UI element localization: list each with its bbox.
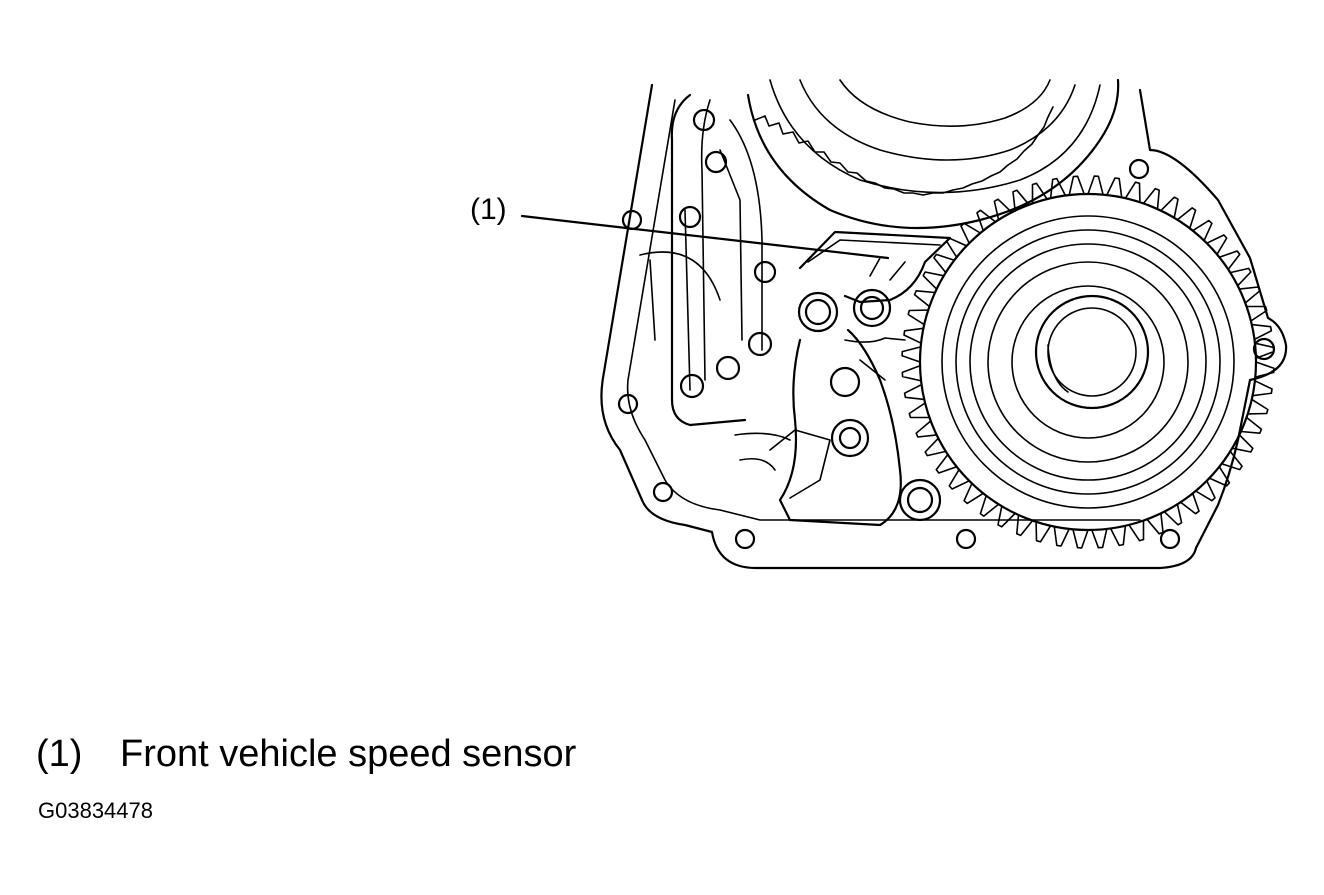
right-gear-ring [941,215,1235,509]
gear-tooth-profile [901,175,1275,549]
upper-gear-ring [839,79,1051,127]
speed-sensor-edge [807,239,941,263]
legend-text: Front vehicle speed sensor [120,733,577,775]
oil-passage [700,99,711,381]
case-bolt-head [906,486,934,514]
bolt-hole [1159,528,1181,550]
right-gear-teeth [901,175,1275,549]
right-gear-bore-arc [1047,344,1069,393]
bracket-bolt [830,418,870,458]
sensor-bolt [797,291,839,333]
passage-port [747,331,773,357]
figure-id: G03834478 [38,798,153,823]
sensor-bolt-head [804,298,832,326]
sensor-bolt-head [859,295,885,321]
bolt-hole [617,393,639,415]
bracket-edge [844,337,906,343]
right-gear-ring [987,261,1189,463]
passage-port [679,373,705,399]
upper-gear-ring [769,79,1101,194]
bracket-edge [769,429,831,499]
right-gear-ring [969,243,1207,481]
right-gear-bore-inner [1047,307,1137,397]
legend-number: (1) [36,733,83,775]
case-bolt [898,478,942,522]
bracket-bolt-head [838,426,862,450]
passage-port [753,260,777,284]
sensor-bolt [852,288,892,328]
bolt-hole [652,481,674,503]
oil-passage [670,93,747,427]
bolt-hole [955,528,977,550]
right-gear-bore [1034,294,1150,410]
case-outline [600,83,1288,570]
right-gear-ring [1011,285,1165,439]
bracket-outline [778,328,902,527]
bolt-hole [734,528,756,550]
case-rib [639,251,721,301]
case-rib [734,432,791,441]
case-rib [649,259,656,341]
speed-sensor-edge [869,257,881,277]
speed-sensor-edge [889,261,906,281]
upper-gear-teeth [754,106,1054,196]
passage-port [692,108,716,132]
transmission-case-line-art [520,78,1288,570]
bracket-hole [829,366,861,398]
bolt-hole [1128,158,1150,180]
callout-leader-line [520,214,890,260]
speed-sensor-body [798,230,952,304]
passage-port [715,355,741,381]
callout-label-1: (1) [470,193,507,226]
oil-passage [719,149,743,341]
oil-passage [684,209,691,391]
upper-gear-outline [746,78,1120,230]
oil-passage [729,119,763,351]
upper-gear-ring [799,79,1076,161]
passage-port [704,150,728,174]
case-rib [739,457,776,471]
legend-item: (1) Front vehicle speed sensor [36,732,576,776]
bracket-edge [859,359,886,381]
bolt-hole [621,209,643,231]
transmission-case-drawing [520,78,1288,570]
passage-port [678,205,702,229]
right-gear-ring [955,229,1221,495]
